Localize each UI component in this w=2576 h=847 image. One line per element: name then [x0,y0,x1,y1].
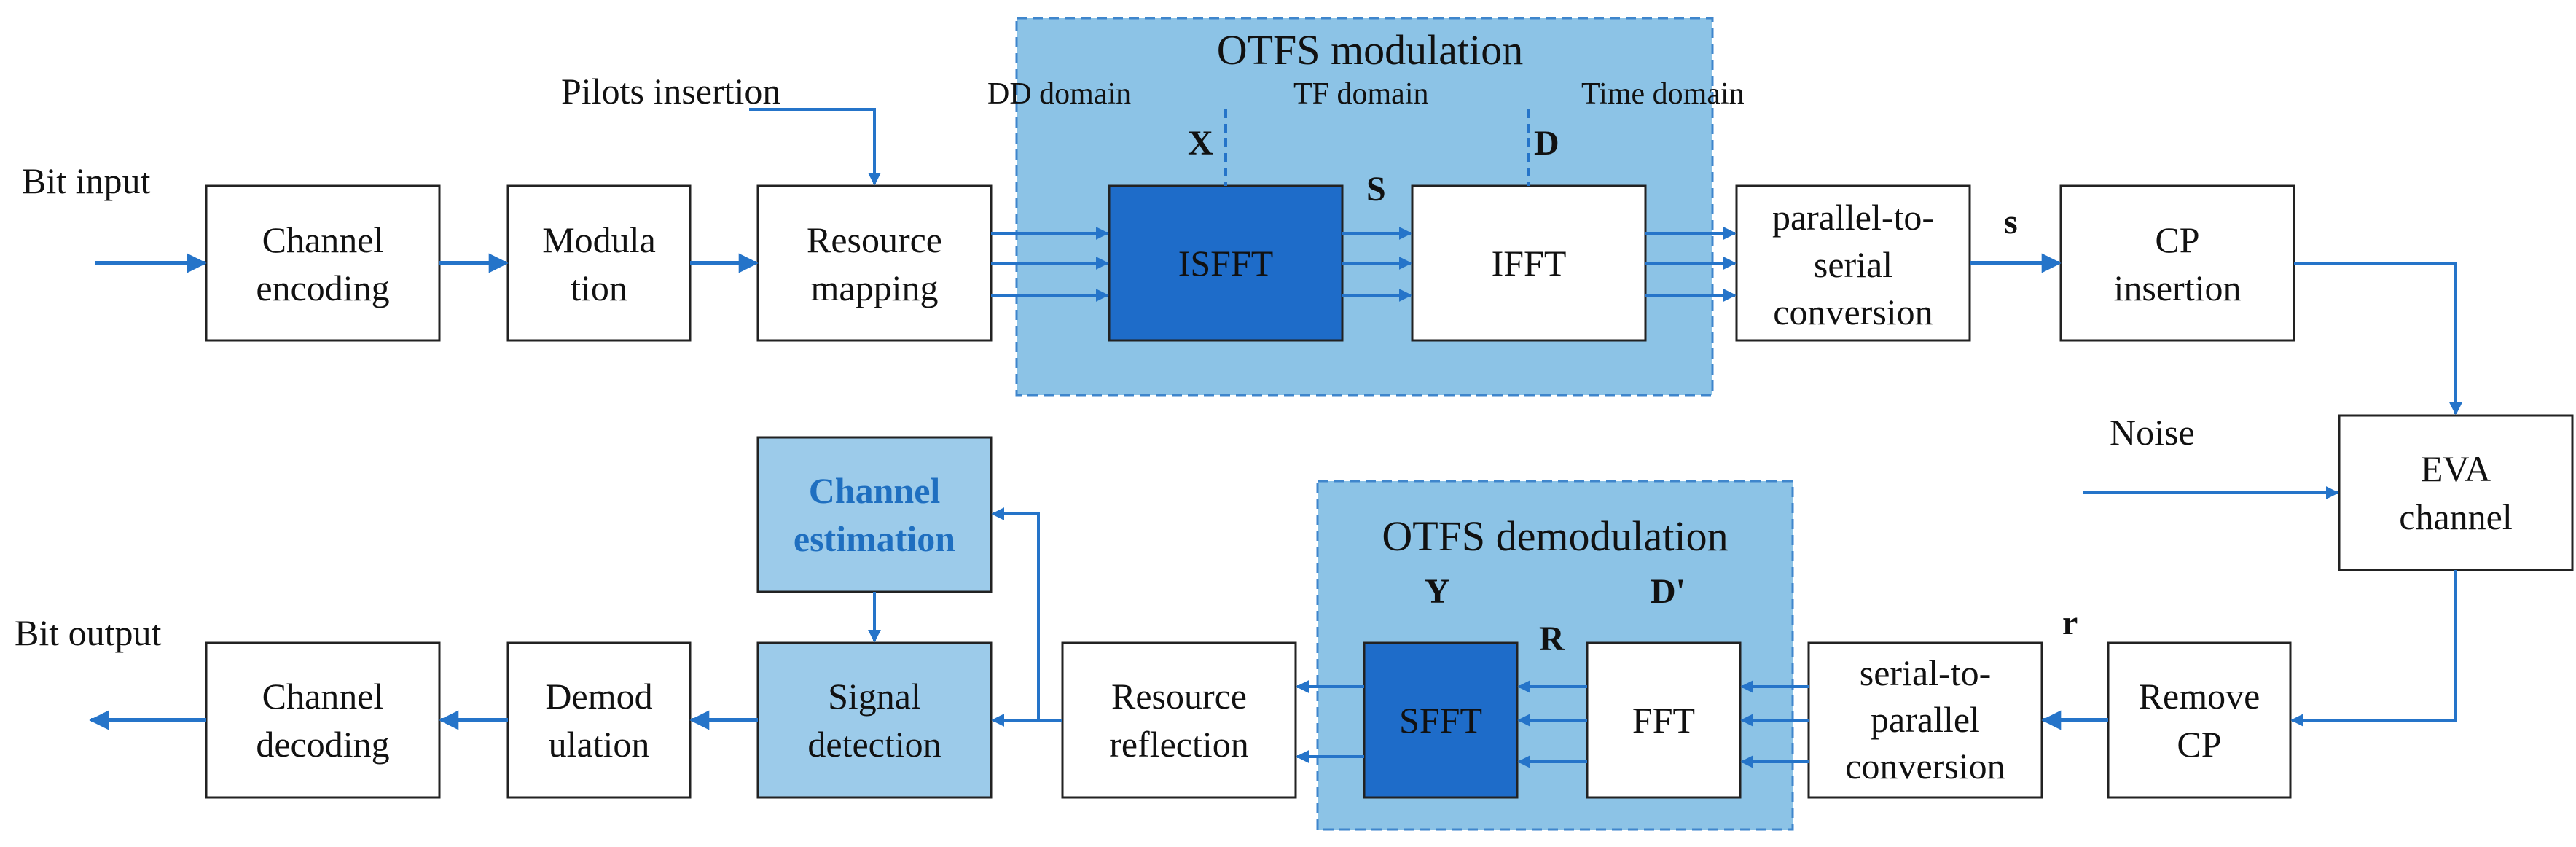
bit-input-label: Bit input [22,160,151,201]
demodulation-block [506,641,692,799]
signal-detection-line-1: Signal [828,676,921,717]
remove-cp-line-1: Remove [2139,676,2260,717]
channel-decoding-block [205,641,441,799]
channel-estimation-line-1: Channel [809,470,941,511]
symbol-D: D [1534,124,1559,163]
resource-reflection-block [1061,641,1297,799]
fft-label: FFT [1632,700,1695,741]
symbol-R: R [1539,620,1565,658]
isfft-label: ISFFT [1178,243,1274,284]
sfft-block [1363,641,1519,799]
dd-domain-label: DD domain [987,77,1131,111]
s2p-line-3: conversion [1845,746,2005,786]
channel-encoding-line-1: Channel [262,219,384,260]
symbol-D-prime: D' [1651,572,1686,611]
otfs-demodulation-title: OTFS demodulation [1382,512,1728,560]
p2s-line-3: conversion [1773,292,1933,332]
resource-mapping-block [756,184,993,342]
channel-encoding-line-2: encoding [256,268,389,308]
cp-insertion-line-1: CP [2155,219,2199,260]
channel-encoding-block [205,184,441,342]
cp-to-eva-arrow [2294,262,2462,415]
signal-detection-block [756,641,993,799]
ifft-label: IFFT [1492,243,1567,284]
p2s-line-1: parallel-to- [1772,197,1934,238]
channel-decoding-line-1: Channel [262,676,384,717]
cp-insertion-line-2: insertion [2114,268,2242,308]
pilots-insertion-arrow [749,108,881,186]
cp-insertion-block [2059,184,2295,342]
isfft-block [1108,184,1344,342]
tf-domain-label: TF domain [1293,77,1429,111]
symbol-X: X [1188,124,1213,163]
symbol-r: r [2062,604,2078,642]
time-domain-label: Time domain [1581,77,1745,111]
sfft-label: SFFT [1399,700,1482,741]
noise-label: Noise [2110,412,2195,453]
channel-estimation-block [756,436,993,593]
otfs-modulation-title: OTFS modulation [1217,26,1524,74]
modulation-line-2: tion [571,268,627,308]
resource-mapping-line-2: mapping [811,268,939,308]
modulation-block [506,184,692,342]
eva-channel-block [2338,414,2574,571]
eva-channel-line-1: EVA [2421,448,2491,489]
demodulation-line-1: Demod [545,676,652,717]
remove-cp-block [2107,641,2292,799]
signal-detection-line-2: detection [807,724,941,765]
symbol-s: s [2004,203,2018,241]
bit-output-label: Bit output [15,612,162,653]
remove-cp-line-2: CP [2177,724,2221,765]
eva-channel-line-2: channel [2399,496,2512,537]
detection-feedback-to-estimation-arrow [991,507,1040,720]
channel-estimation-line-2: estimation [794,518,955,559]
s2p-line-2: parallel [1871,699,1980,740]
eva-to-remove-cp-arrow [2290,570,2457,727]
p2s-line-2: serial [1814,244,1892,285]
resource-reflection-line-2: reflection [1109,724,1249,765]
resource-mapping-line-1: Resource [807,219,942,260]
channel-decoding-line-2: decoding [256,724,389,765]
symbol-Y: Y [1425,572,1450,611]
s2p-line-1: serial-to- [1860,652,1991,693]
serial-to-parallel-block [1807,641,2043,799]
modulation-line-1: Modula [542,219,656,260]
fft-block [1586,641,1742,799]
symbol-S: S [1366,170,1386,208]
demodulation-line-2: ulation [549,724,650,765]
pilots-insertion-label: Pilots insertion [561,71,780,112]
resource-reflection-line-1: Resource [1111,676,1247,717]
